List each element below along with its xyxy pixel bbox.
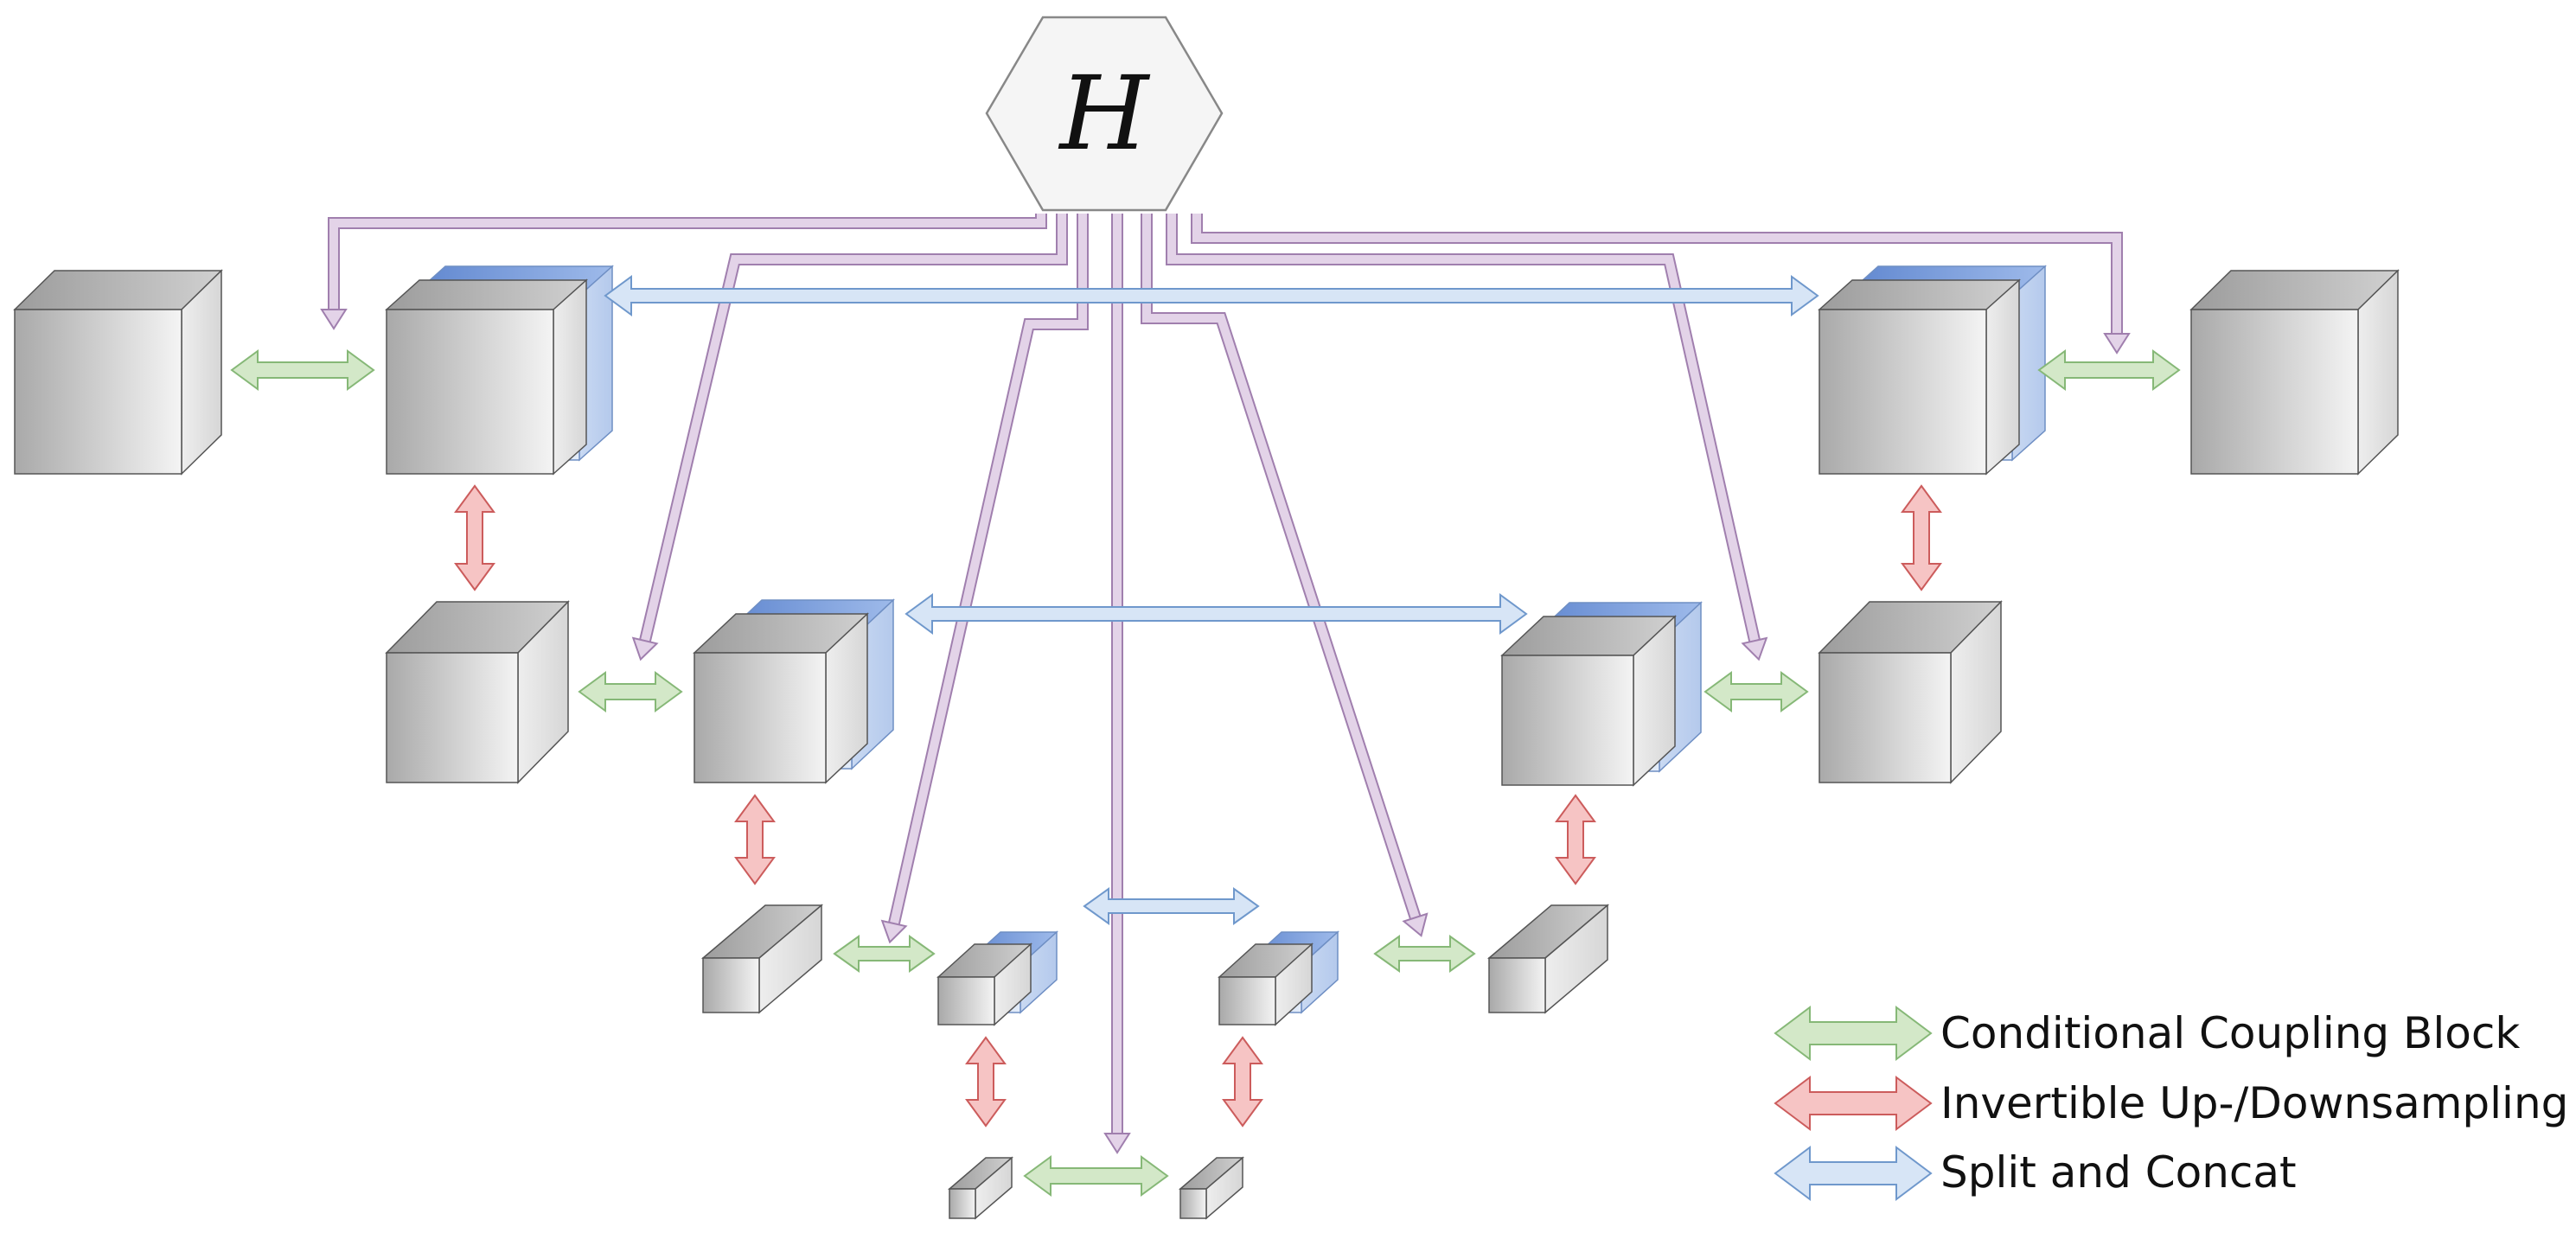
block-level3-left-inner-main-part	[936, 942, 1032, 1026]
updown-arrow-l3-right	[1222, 1036, 1263, 1128]
updown-arrow-l3-left	[965, 1036, 1007, 1128]
legend-arrow-split	[1774, 1146, 1933, 1201]
coupling-arrow-l1-right	[2037, 349, 2181, 391]
coupling-arrow-l2-left	[578, 671, 683, 712]
cond-line-top-left	[320, 214, 1047, 330]
block-level3-right-inner-main-part	[1218, 942, 1314, 1026]
block-level1-left-inner	[385, 265, 614, 476]
hub-label: H	[1058, 54, 1151, 173]
updown-arrow-l2-right	[1555, 794, 1596, 885]
legend-item-updown: Invertible Up-/Downsampling	[1774, 1076, 2568, 1131]
split-arrow-l3	[1083, 887, 1260, 925]
cond-line-mid-left	[631, 214, 1068, 661]
updown-arrow-l1-right	[1901, 484, 1942, 591]
block-level2-right-inner	[1500, 601, 1703, 787]
legend-label-updown: Invertible Up-/Downsampling	[1940, 1078, 2568, 1128]
legend-label-coupling: Conditional Coupling Block	[1940, 1008, 2520, 1058]
block-level1-right-inner-main-part	[1818, 278, 2021, 476]
hexagon-node-icon	[985, 16, 1224, 212]
cond-line-low-right	[1141, 214, 1429, 937]
condition-hub: H	[985, 16, 1224, 212]
block-level1-right-inner	[1818, 265, 2047, 476]
block-level1-left-inner-main-part	[385, 278, 588, 476]
block-level2-right-outer	[1818, 600, 2003, 784]
split-arrow-l1	[604, 275, 1819, 316]
cond-line-low-left	[880, 214, 1089, 944]
block-level3-right-inner	[1218, 930, 1339, 1026]
coupling-arrow-l3-left	[833, 935, 936, 973]
block-level2-left-outer	[385, 600, 570, 784]
cond-line-top-right	[1191, 214, 2131, 355]
cond-line-center	[1103, 214, 1131, 1154]
block-level3-right-outer	[1486, 904, 1610, 1014]
legend-item-split: Split and Concat	[1774, 1146, 2297, 1201]
flow-arrows	[230, 275, 2181, 1197]
green-double-arrow-icon	[1774, 1006, 1933, 1061]
updown-arrow-l1-left	[454, 484, 495, 591]
coupling-arrow-l3-right	[1373, 935, 1476, 973]
legend-arrow-updown	[1774, 1076, 1933, 1131]
split-arrow-l2	[904, 593, 1528, 635]
red-double-arrow-icon	[1774, 1076, 1933, 1131]
updown-arrow-l2-left	[734, 794, 776, 885]
block-level3-left-inner	[936, 930, 1058, 1026]
legend: Conditional Coupling Block Invertible Up…	[1774, 1006, 2568, 1201]
legend-arrow-coupling	[1774, 1006, 1933, 1061]
block-level2-left-inner-main-part	[693, 612, 869, 784]
coupling-arrow-l4	[1023, 1155, 1169, 1197]
coupling-arrow-l2-right	[1703, 671, 1809, 712]
block-level1-right-outer	[2189, 269, 2400, 476]
block-level3-left-outer	[700, 904, 824, 1014]
coupling-arrow-l1-left	[230, 349, 375, 391]
block-level2-right-inner-main-part	[1500, 615, 1677, 787]
cond-line-mid-right	[1166, 214, 1768, 661]
feature-blocks	[13, 265, 2400, 1220]
legend-item-coupling: Conditional Coupling Block	[1774, 1006, 2520, 1061]
block-level4-right	[1178, 1156, 1245, 1220]
legend-label-split: Split and Concat	[1940, 1147, 2297, 1198]
block-level4-left	[947, 1156, 1014, 1220]
blue-double-arrow-icon	[1774, 1146, 1933, 1201]
block-level2-left-inner	[693, 598, 895, 784]
block-level1-left-outer	[13, 269, 223, 476]
